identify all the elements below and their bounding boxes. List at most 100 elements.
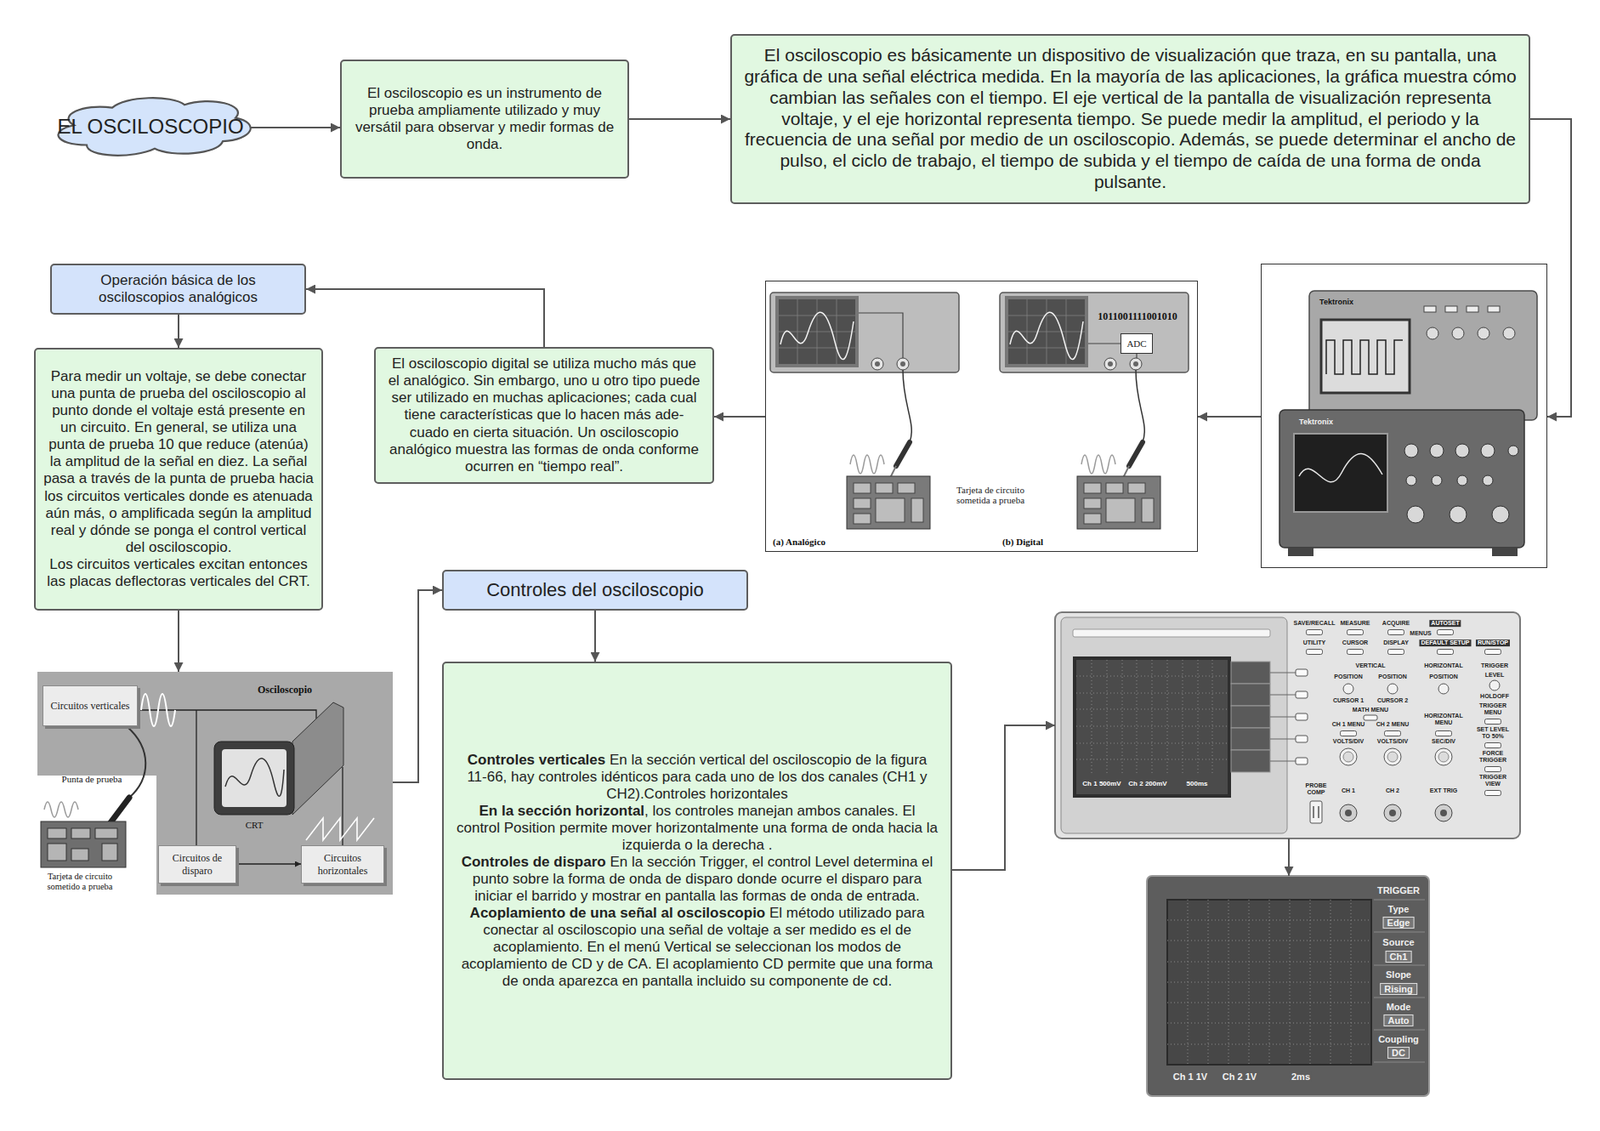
image-label: POSITION (1427, 673, 1459, 681)
image-label: Ch1 (1385, 950, 1413, 963)
analog-digital-scopes-part (896, 442, 910, 466)
oscilloscope-front-panel-part (1339, 748, 1357, 766)
title-cloud: EL OSCILOSCOPIO (44, 90, 257, 164)
oscilloscope-front-panel-part (1437, 629, 1454, 636)
analog-digital-scopes-part (1141, 498, 1154, 522)
oscilloscope-block-diagram-part (102, 843, 118, 861)
analog-digital-scopes (770, 292, 1189, 529)
analog-digital-scopes-part (1106, 498, 1135, 522)
connector (1287, 838, 1290, 876)
image-label: VOLTS/DIV (1375, 737, 1410, 745)
image-label: CH 2 MENU (1374, 720, 1412, 728)
image-label: CH 2 (1384, 787, 1402, 795)
oscilloscope-photo-part (1424, 306, 1436, 313)
bold-heading: En la sección horizontal (478, 802, 645, 819)
analog-digital-scopes-part (1128, 482, 1146, 494)
oscilloscope-front-panel-part (1340, 731, 1357, 737)
analog-digital-scopes-part (846, 476, 931, 529)
image-label: RUN/STOP (1475, 639, 1510, 647)
image-label: CRT (243, 819, 266, 830)
oscilloscope-front-panel-part (1344, 809, 1352, 817)
bold-heading: Controles de disparo (461, 853, 607, 870)
connector (952, 725, 1056, 870)
image-label: 500ms (1185, 780, 1210, 789)
oscilloscope-photo-part (1406, 475, 1417, 486)
horizontal-circuits-block: Circuitos horizontales (300, 845, 385, 884)
oscilloscope-front-panel-part (1270, 672, 1296, 761)
trigger-circuits-block: Circuitos de disparo (158, 845, 237, 884)
analog-digital-scopes-part (1083, 513, 1101, 524)
image-label: Tarjeta de circuito sometido a prueba (37, 871, 123, 891)
oscilloscope-front-panel-part (1438, 683, 1449, 694)
analog-digital-scopes-part (1081, 454, 1116, 474)
connector (1530, 119, 1572, 417)
oscilloscope-front-panel-part (1072, 629, 1271, 637)
image-label: Ch 1 1V (1171, 1071, 1209, 1082)
analog-digital-scopes-part (1133, 361, 1139, 367)
oscilloscope-front-panel-part (1384, 731, 1402, 737)
image-label: TRIGGER VIEW (1471, 773, 1515, 787)
oscilloscope-photo-part (1326, 340, 1403, 375)
analog-digital-scopes-part (875, 498, 905, 522)
trigger-menu-screen (1146, 875, 1430, 1096)
oscilloscope-block-diagram-part (44, 801, 79, 818)
trigger-screen-figure: TRIGGERTypeEdgeSourceCh1SlopeRisingModeA… (1146, 875, 1430, 1096)
oscilloscope-front-panel-part (1343, 751, 1354, 762)
block-diagram-figure: OsciloscopioPunta de pruebaCRTTarjeta de… (37, 671, 393, 895)
trigger-menu-screen-part (1167, 899, 1372, 1065)
connector (249, 126, 341, 129)
oscilloscope-front-panel-part (1388, 629, 1405, 636)
oscilloscope-front-panel-part (1343, 683, 1354, 694)
controls-text-box: Controles verticalesEn la sección vertic… (442, 661, 953, 1080)
image-label: SAVE/RECALL (1292, 619, 1338, 627)
oscilloscope-block-diagram-part (95, 828, 118, 839)
trigger-menu-screen-part (1373, 899, 1425, 1062)
analog-digital-scopes-part (853, 498, 871, 509)
image-label: Ch 2 200mV (1126, 780, 1169, 789)
connector (236, 862, 301, 864)
image-label: FORCE TRIGGER (1471, 749, 1515, 763)
oscilloscope-front-panel-part (1347, 649, 1364, 655)
oscilloscope-front-panel-part (1295, 735, 1308, 743)
image-label: TRIGGER (1479, 662, 1510, 670)
paragraph: Acoplamiento de una señal al osciloscopi… (455, 904, 939, 990)
image-label: CH 1 MENU (1330, 720, 1368, 728)
oscilloscope-photo-frame: TektronixTektronix (1260, 263, 1548, 568)
connector (629, 118, 731, 120)
image-label: Tarjeta de circuito sometida a prueba (944, 484, 1037, 505)
oscilloscope-photo-part (1492, 505, 1510, 523)
oscilloscope-photo-part (1279, 409, 1525, 548)
oscilloscope-front-panel-part (1485, 719, 1502, 725)
analog-digital-scopes-part (902, 369, 912, 443)
image-label: Type (1386, 903, 1412, 914)
image-label: ACQUIRE (1380, 619, 1412, 627)
image-label: Source (1380, 936, 1416, 948)
oscilloscope-front-panel-part (1339, 804, 1357, 822)
section-heading: Operación básica de los osciloscopios an… (50, 263, 307, 315)
box-text: Circuitos horizontales (305, 851, 381, 876)
oscilloscope-front-panel-part (1072, 656, 1232, 798)
connector (392, 590, 443, 783)
oscilloscope-photo-part (1429, 443, 1444, 458)
oscilloscope-front-panel-part (1485, 766, 1502, 772)
image-label: Auto (1383, 1014, 1413, 1027)
analog-digital-scopes-part (850, 454, 885, 474)
oscilloscope-photo-part (1293, 433, 1388, 512)
image-label: DEFAULT SETUP (1418, 639, 1471, 647)
analog-digital-scopes-part (853, 482, 871, 494)
oscilloscope-photo-part (1449, 505, 1467, 523)
box-text: Operación básica de los osciloscopios an… (60, 272, 296, 307)
oscilloscope-front-panel-part (1231, 661, 1271, 684)
oscilloscope-block-diagram-part (71, 848, 89, 861)
image-label: Osciloscopio (255, 684, 314, 696)
analog-digital-scopes-part (1004, 295, 1089, 368)
analog-digital-scopes-part (853, 513, 871, 524)
image-label: VOLTS/DIV (1331, 737, 1366, 745)
connector (714, 415, 766, 418)
oscilloscope-front-panel-part (1231, 705, 1271, 728)
paragraph: Controles de disparoEn la sección Trigge… (455, 853, 939, 905)
oscilloscope-block-diagram-part (195, 709, 197, 846)
box-text: Para medir un voltaje, se debe conectar … (42, 368, 315, 557)
oscilloscope-photo-part (1452, 327, 1464, 340)
